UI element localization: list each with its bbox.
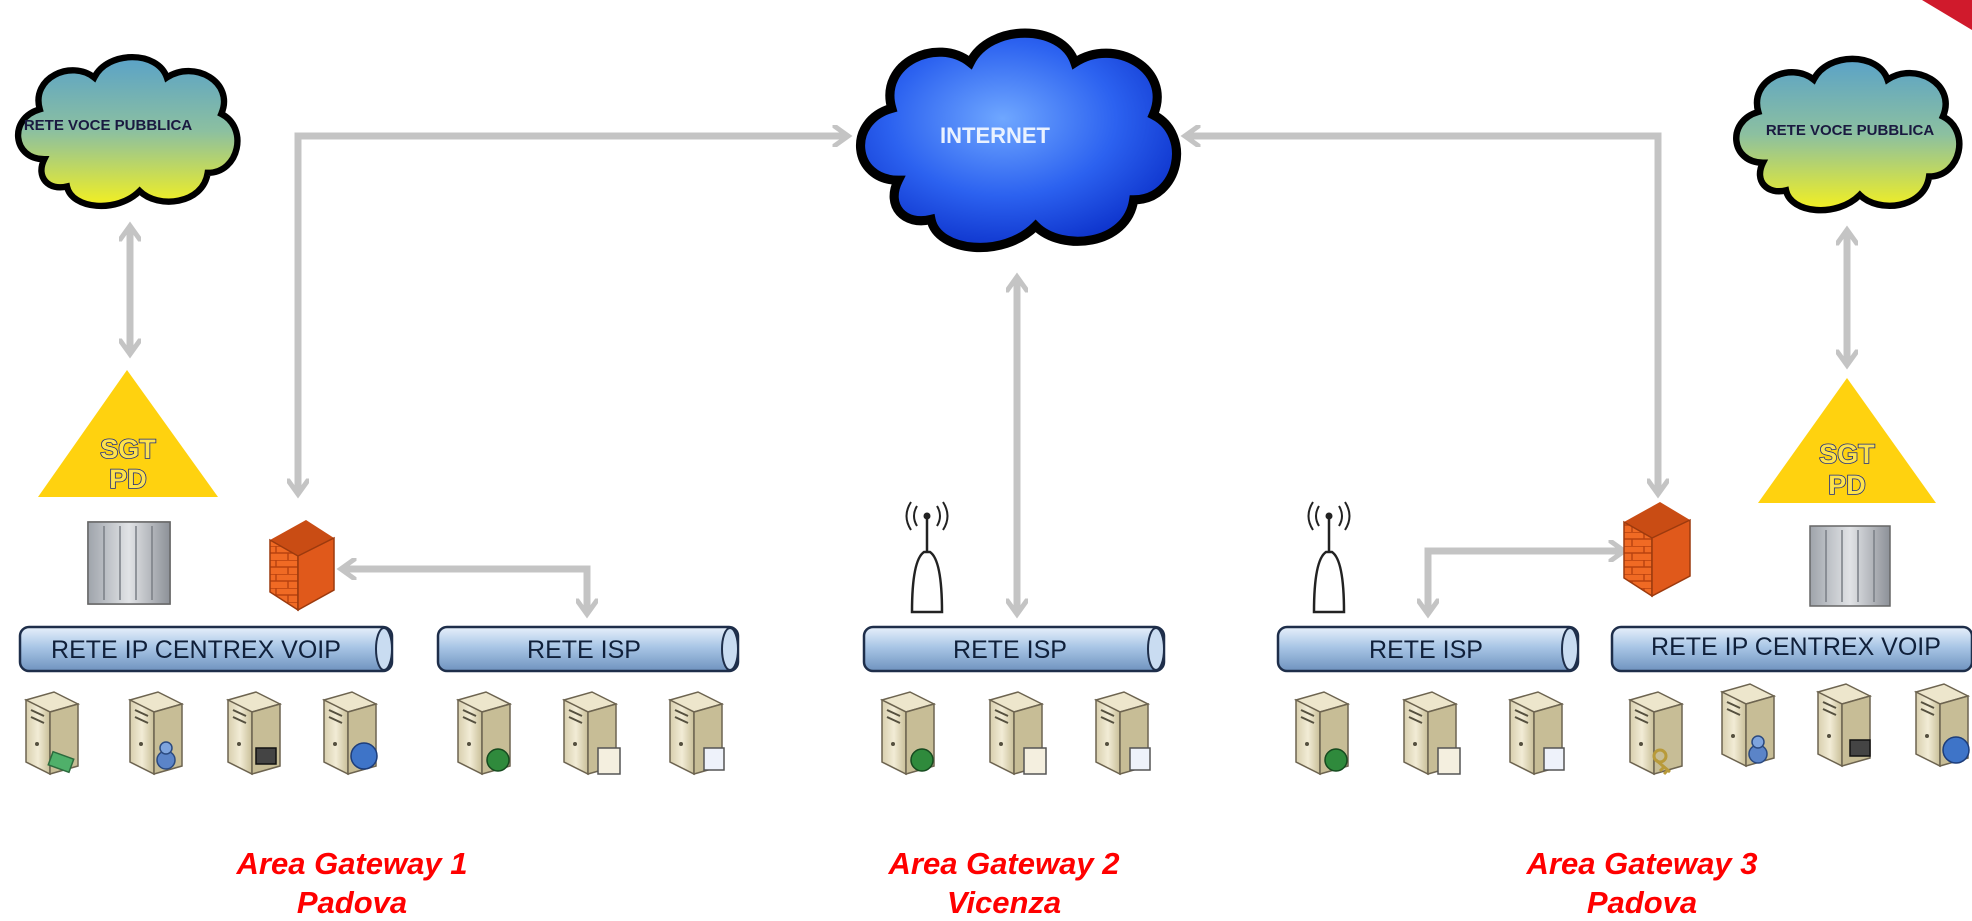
internet-cloud-label: INTERNET [940,123,1051,148]
user-icon [159,741,173,755]
wireless-antenna-icon [905,501,949,614]
pstn-cloud-label: RETE VOCE PUBBLICA [1766,122,1935,139]
arrow-isp3-firewall2 [1428,551,1622,612]
pstn-cloud-label: RETE VOCE PUBBLICA [24,117,193,134]
sgt-gateway-right: SGT PD [1758,378,1936,503]
area-city: Padova [1587,885,1697,920]
bus-isp-1: RETE ISP [436,625,740,673]
bus-centrex-left: RETE IP CENTREX VOIP [18,625,394,673]
arrow-firewall1-isp1 [343,569,587,612]
wireless-antenna-icon [1307,501,1351,614]
window-icon [1543,747,1565,771]
rack-server-right [1809,525,1891,607]
globe-icon [350,742,378,770]
pstn-cloud-right: RETE VOCE PUBBLICA [1736,59,1959,210]
window-icon [703,747,725,771]
server-badges [47,735,1970,776]
area-title: Area Gateway 3 [1526,846,1758,881]
bus-label: RETE ISP [527,636,641,664]
area-title: Area Gateway 1 [236,846,468,881]
connections [130,136,1847,612]
document-icon [1023,747,1047,775]
document-icon [597,747,621,775]
arrow-firewall1-internet [298,136,846,492]
card-icon [47,750,75,774]
area-caption-1: Area Gateway 1 Padova [236,846,468,920]
bus-label: RETE IP CENTREX VOIP [1651,633,1941,661]
globe-icon [910,748,934,772]
globe-icon [1324,748,1348,772]
servers [25,683,1969,775]
internet-cloud: INTERNET [861,33,1177,247]
sgt-gateway-left: SGT PD [38,370,218,497]
sgt-sublabel: PD [109,464,147,494]
area-city: Vicenza [947,885,1061,920]
sgt-label: SGT [1819,439,1875,469]
document-icon [1437,747,1461,775]
globe-icon [486,748,510,772]
globe-icon [1942,736,1970,764]
pstn-cloud-left: RETE VOCE PUBBLICA [18,57,237,206]
bus-centrex-right: RETE IP CENTREX VOIP [1610,625,1972,673]
firewall-icon [269,520,335,612]
window-icon [1129,747,1151,771]
bus-isp-2: RETE ISP [862,625,1166,673]
bus-label: RETE IP CENTREX VOIP [51,636,341,664]
corner-ribbon [1922,0,1972,30]
sgt-label: SGT [100,434,156,464]
area-caption-3: Area Gateway 3 Padova [1526,846,1758,920]
bus-isp-3: RETE ISP [1276,625,1580,673]
bus-label: RETE ISP [1369,636,1483,664]
area-city: Padova [297,885,407,920]
area-caption-2: Area Gateway 2 Vicenza [888,846,1120,920]
rack-server-left [87,521,171,605]
arrow-internet-firewall2 [1187,136,1658,492]
bus-label: RETE ISP [953,636,1067,664]
firewall-icon [1623,502,1691,598]
terminal-icon [1849,739,1871,757]
sgt-sublabel: PD [1828,470,1866,500]
terminal-icon [255,747,277,765]
area-title: Area Gateway 2 [888,846,1120,881]
